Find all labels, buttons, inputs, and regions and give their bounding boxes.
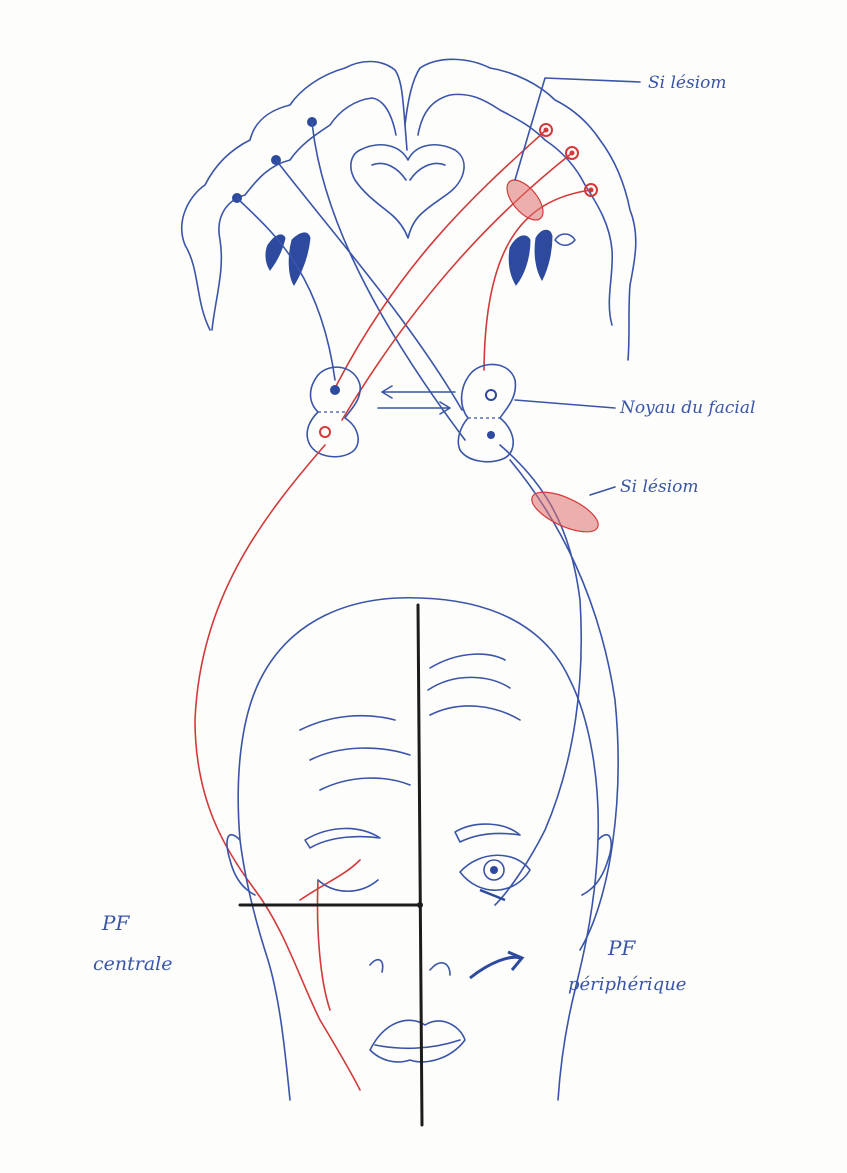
- mouth: [370, 1020, 465, 1062]
- forehead-wrinkle-r1: [430, 654, 505, 668]
- blue-tract-ipsilateral: [237, 198, 335, 380]
- brain-gyri-right: [418, 94, 612, 325]
- left-facial-nucleus: [307, 367, 360, 457]
- label-lesion-lower: Si lésiom: [620, 477, 699, 497]
- facial-nuclei: [307, 364, 515, 461]
- brain-gyri-left: [212, 98, 396, 330]
- right-eye-pupil: [490, 866, 498, 874]
- right-nucleus-lower-cell: [487, 431, 495, 439]
- brain-fissure: [405, 125, 407, 150]
- nucleus-connection-arrow-left: [382, 386, 455, 398]
- blue-tract-crossing-1: [276, 160, 462, 410]
- red-nerve-branch: [300, 860, 360, 1010]
- right-basal-nucleus-2: [535, 230, 552, 280]
- right-basal-nucleus-1: [509, 236, 530, 285]
- right-ventricle-tip: [555, 234, 575, 245]
- label-pf-periph-2: périphérique: [568, 974, 686, 995]
- left-nucleus-lower-cell: [320, 427, 330, 437]
- forehead-wrinkle-r3: [430, 706, 520, 720]
- face-midline: [418, 605, 422, 1125]
- right-facial-nucleus: [458, 364, 515, 461]
- red-peripheral-nerve: [195, 445, 360, 1090]
- mouth-line: [375, 1040, 460, 1048]
- label-lesion-upper: Si lésiom: [648, 73, 727, 93]
- nose: [370, 960, 450, 975]
- right-eyebrow: [455, 824, 520, 842]
- cortical-neurons: [232, 117, 597, 203]
- left-basal-nucleus-1: [266, 235, 285, 270]
- left-eyebrow: [305, 828, 380, 848]
- lesion-upper-leader: [515, 78, 640, 180]
- label-noyau: Noyau du facial: [619, 398, 755, 418]
- forehead-wrinkle-l1: [310, 748, 410, 760]
- forehead-wrinkle-l2: [320, 778, 410, 790]
- lesion-upper-marker: [500, 174, 549, 226]
- brain-central-structure: [351, 145, 464, 238]
- label-pf-periph-1: PF: [607, 936, 636, 960]
- left-eye-closed: [318, 880, 378, 891]
- brain-central-inner: [372, 163, 445, 180]
- lesion-lower-marker: [526, 484, 603, 540]
- lesion-lower-leader: [590, 487, 615, 495]
- right-nucleus-upper-cell: [486, 390, 496, 400]
- left-nucleus-upper-cell: [330, 385, 340, 395]
- label-pf-central-2: centrale: [93, 953, 173, 975]
- forehead-wrinkle-r2: [428, 677, 510, 690]
- forehead-wrinkle-l3: [300, 716, 395, 730]
- noyau-leader: [515, 400, 615, 408]
- label-pf-central-1: PF: [101, 911, 130, 935]
